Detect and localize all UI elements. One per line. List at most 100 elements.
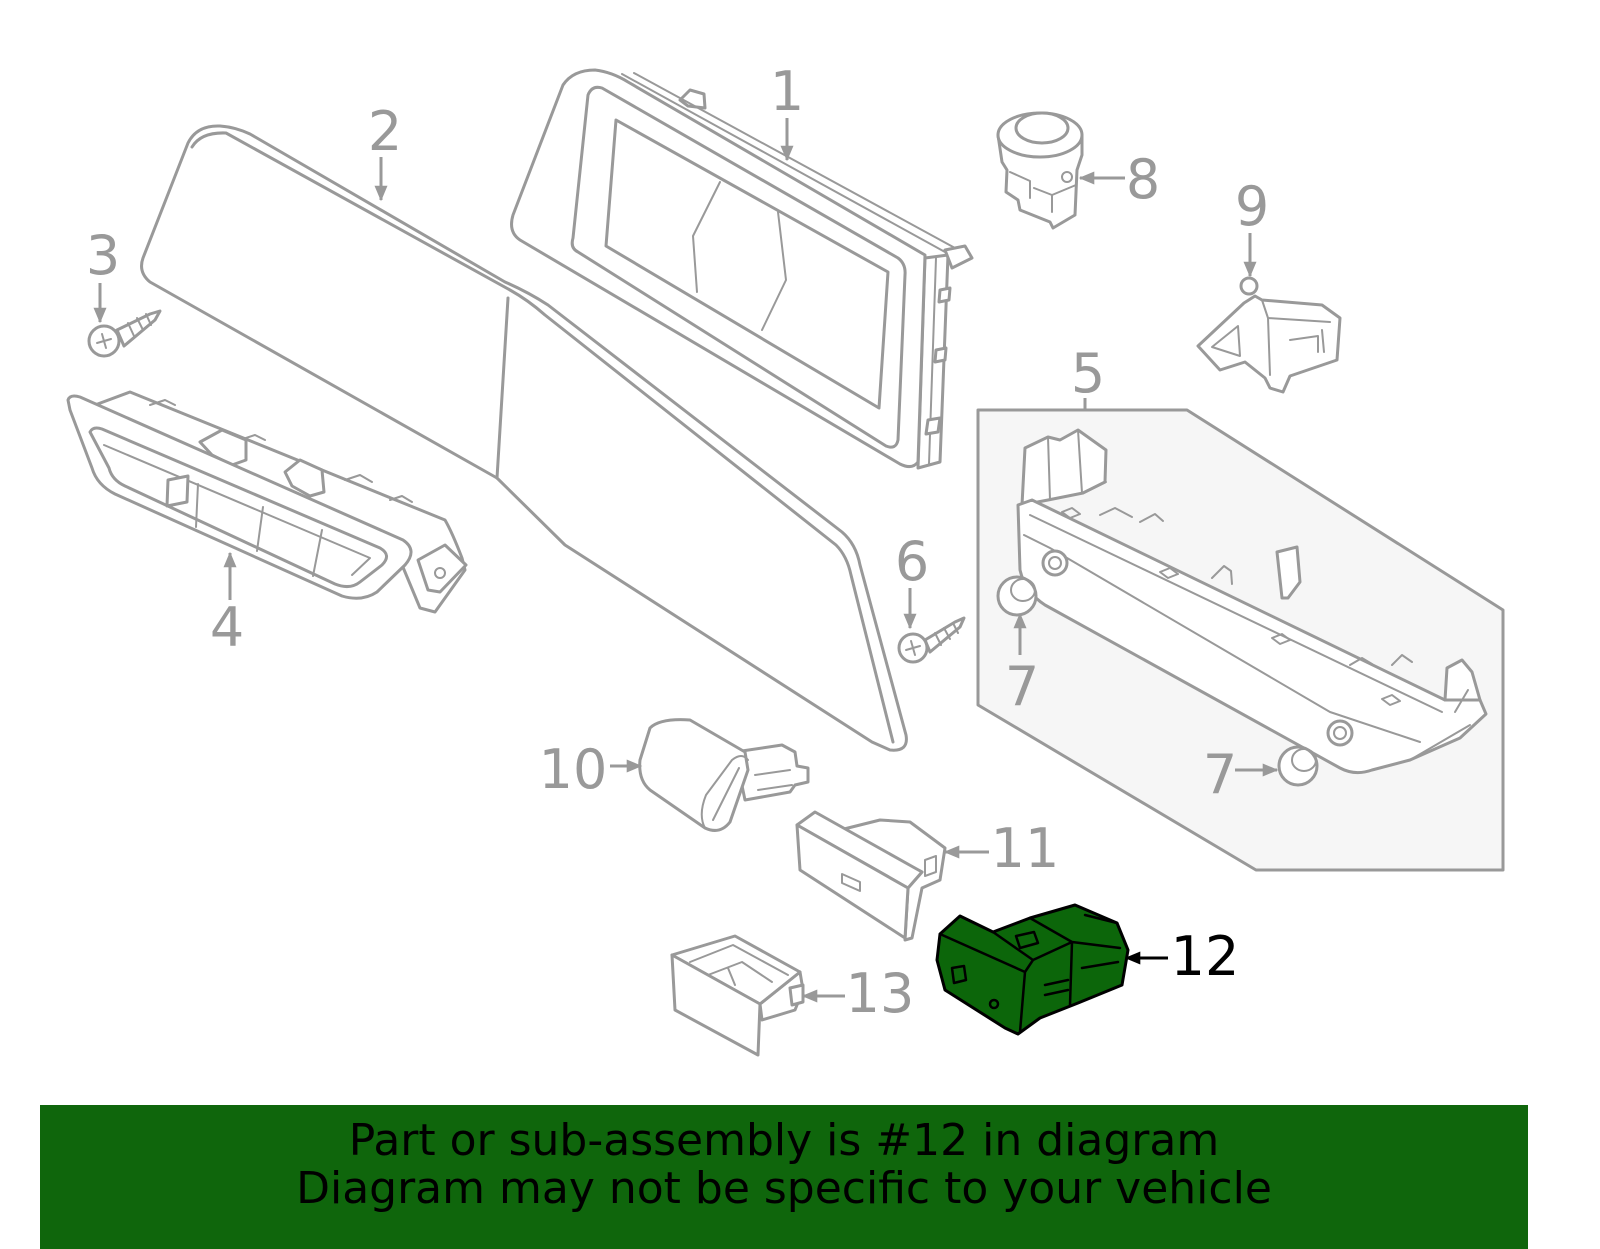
- part-8-push-button: [996, 111, 1084, 230]
- part-4-inner-recess-edge: [103, 444, 371, 576]
- part-5-bracket-assembly: [976, 408, 1505, 872]
- part-7-plug-body: [996, 575, 1038, 617]
- part-13-connector: [788, 983, 805, 1007]
- callout-11-label: 11: [991, 817, 1060, 880]
- info-banner: Part or sub-assembly is #12 in diagram D…: [40, 1105, 1528, 1249]
- part-1-top-clip: [678, 88, 707, 110]
- part-1-tab: [933, 346, 948, 364]
- part-1-display: [510, 68, 974, 470]
- part-5-boss: [1326, 719, 1354, 747]
- part-4-button: [165, 474, 190, 508]
- part-4-bezel: [66, 394, 413, 600]
- part-12-slot: [1014, 930, 1040, 950]
- callout-7-upper-label: 7: [1005, 655, 1039, 718]
- part-1-top-edge: [621, 73, 946, 253]
- callout-10-label: 10: [539, 738, 608, 801]
- callout-6-label: 6: [895, 530, 929, 593]
- part-7-plug-upper: [996, 575, 1038, 617]
- callout-8-label: 8: [1126, 148, 1160, 211]
- part-5-tabs: [1099, 507, 1413, 666]
- callout-1-label: 1: [770, 60, 804, 123]
- part-5-boss-hole: [1048, 556, 1062, 570]
- part-1-screen: [604, 118, 890, 410]
- callout-5-label: 5: [1071, 342, 1105, 405]
- part-5-tray-lip: [1023, 534, 1421, 743]
- part-11-port-housing: [795, 810, 947, 942]
- part-9-bracket: [1196, 276, 1342, 394]
- callout-labels: 1 2 3 4 5 6 7 7 8 9 10 11 12 13: [86, 60, 1269, 1025]
- part-3-recess: [96, 333, 112, 349]
- part-8-hole: [1061, 171, 1073, 183]
- part-10-rim: [700, 755, 749, 829]
- part-8-body-detail: [1009, 171, 1077, 213]
- callout-13-label: 13: [846, 962, 915, 1025]
- part-6-threads: [934, 622, 959, 646]
- part-1-top-edge: [633, 72, 956, 249]
- part-12-port: [950, 964, 968, 985]
- part-5-right-gusset: [1409, 689, 1471, 761]
- part-4-body-tabs: [149, 399, 413, 503]
- part-7-plug-cap: [1010, 578, 1036, 602]
- part-1-tab: [943, 244, 974, 270]
- callout-9-label: 9: [1235, 175, 1269, 238]
- info-banner-line-1: Part or sub-assembly is #12 in diagram: [349, 1115, 1219, 1166]
- part-10-connector-detail: [754, 769, 793, 791]
- part-4-inner-recess: [88, 426, 388, 589]
- part-1-inner-bezel: [570, 85, 907, 449]
- part-2-trim-panel: [140, 124, 908, 752]
- callout-2-label: 2: [368, 100, 402, 163]
- part-7-plug-cap: [1291, 748, 1317, 772]
- part-5-slots: [1061, 507, 1401, 706]
- part-11-usb-slot: [841, 873, 861, 892]
- part-1-screen-reflection: [761, 211, 787, 331]
- part-3-screw: [87, 309, 162, 358]
- part-5-boss: [1041, 549, 1069, 577]
- part-8-button-cap: [1014, 111, 1070, 145]
- part-12-hole: [988, 998, 1000, 1010]
- part-3-threads: [127, 313, 152, 337]
- part-5-vertical-tab: [1275, 545, 1302, 600]
- callout-4-label: 4: [210, 596, 244, 659]
- info-banner-background: [40, 1105, 1528, 1249]
- part-12-edges: [938, 913, 1122, 1034]
- part-12-ribs: [1043, 960, 1120, 997]
- part-1-bezel: [510, 68, 927, 469]
- part-6-recess: [905, 640, 921, 656]
- part-11-side-hole: [924, 855, 937, 877]
- part-4-connector-hole: [434, 567, 446, 579]
- part-9-cutout: [1211, 325, 1241, 357]
- part-11-front: [795, 823, 910, 940]
- part-1-screen-reflection: [692, 181, 721, 293]
- callout-3-label: 3: [86, 224, 120, 287]
- part-5-left-end: [1020, 428, 1108, 507]
- part-5-tray-lip: [1029, 514, 1443, 713]
- part-13-inner: [689, 944, 789, 986]
- callout-12-label: 12: [1171, 925, 1240, 988]
- part-5-boss-hole: [1333, 726, 1347, 740]
- part-6-screw: [897, 616, 966, 664]
- part-4-button-dividers: [195, 483, 323, 577]
- part-7-plug-body: [1277, 745, 1319, 787]
- part-9-detail: [1261, 299, 1331, 376]
- part-2-outline: [140, 124, 908, 752]
- info-banner-line-2: Diagram may not be specific to your vehi…: [296, 1163, 1272, 1214]
- part-5-left-end-detail: [1047, 429, 1107, 501]
- part-2-divider: [495, 296, 510, 480]
- part-13-tray: [670, 934, 805, 1057]
- part-4-top-clip: [283, 458, 326, 498]
- callout-arrows: [93, 118, 1279, 1003]
- part-9-lug: [1239, 276, 1259, 296]
- part-8-body: [996, 133, 1084, 230]
- part-7-plug-lower: [1277, 745, 1319, 787]
- part-5-right-end: [1443, 658, 1482, 702]
- part-12-body: [935, 903, 1130, 1036]
- part-12-highlighted-part: [935, 903, 1130, 1036]
- part-10-socket: [638, 718, 810, 832]
- part-2-top-edge: [190, 131, 895, 744]
- part-1-tab: [924, 416, 942, 436]
- part-13-front: [670, 953, 762, 1057]
- callout-7-lower-label: 7: [1203, 743, 1237, 806]
- part-4-switch-panel: [66, 390, 468, 614]
- part-1-tab: [937, 286, 952, 304]
